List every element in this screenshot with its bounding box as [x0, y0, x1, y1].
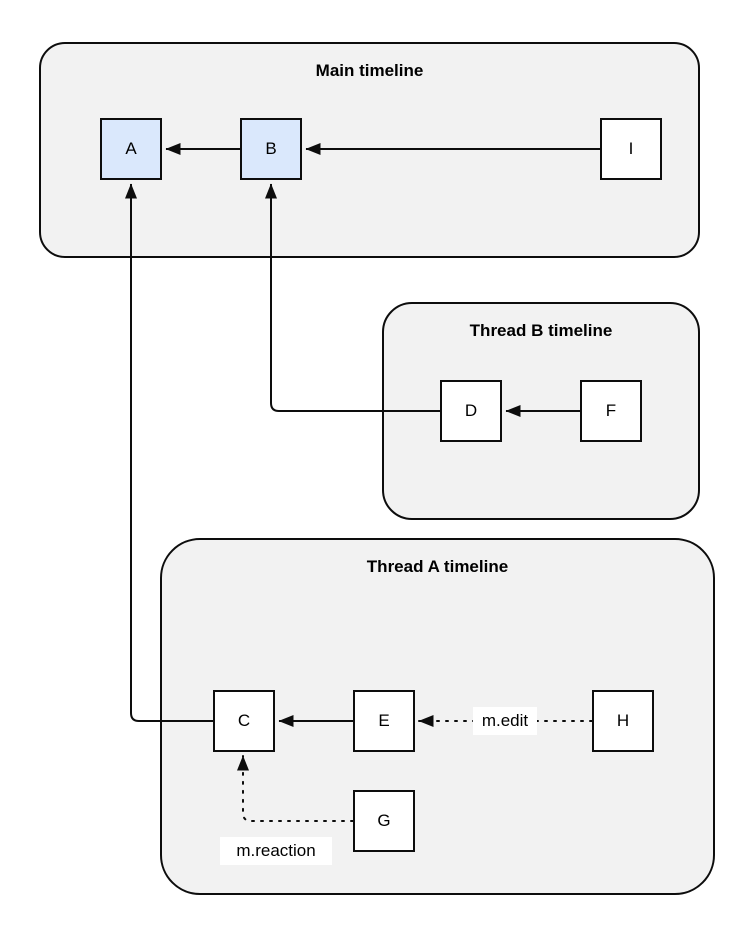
node-c: C	[213, 690, 275, 752]
main-timeline-title: Main timeline	[315, 61, 424, 80]
thread-b-timeline-title: Thread B timeline	[469, 321, 613, 340]
node-h: H	[592, 690, 654, 752]
node-f: F	[580, 380, 642, 442]
edge-label-m-edit: m.edit	[473, 707, 537, 735]
node-a: A	[100, 118, 162, 180]
edge-label-m-reaction: m.reaction	[220, 837, 332, 865]
node-e: E	[353, 690, 415, 752]
node-d: D	[440, 380, 502, 442]
node-i: I	[600, 118, 662, 180]
node-g: G	[353, 790, 415, 852]
container-thread-b-timeline: Thread B timeline	[382, 302, 700, 520]
node-b: B	[240, 118, 302, 180]
thread-a-timeline-title: Thread A timeline	[366, 557, 509, 576]
